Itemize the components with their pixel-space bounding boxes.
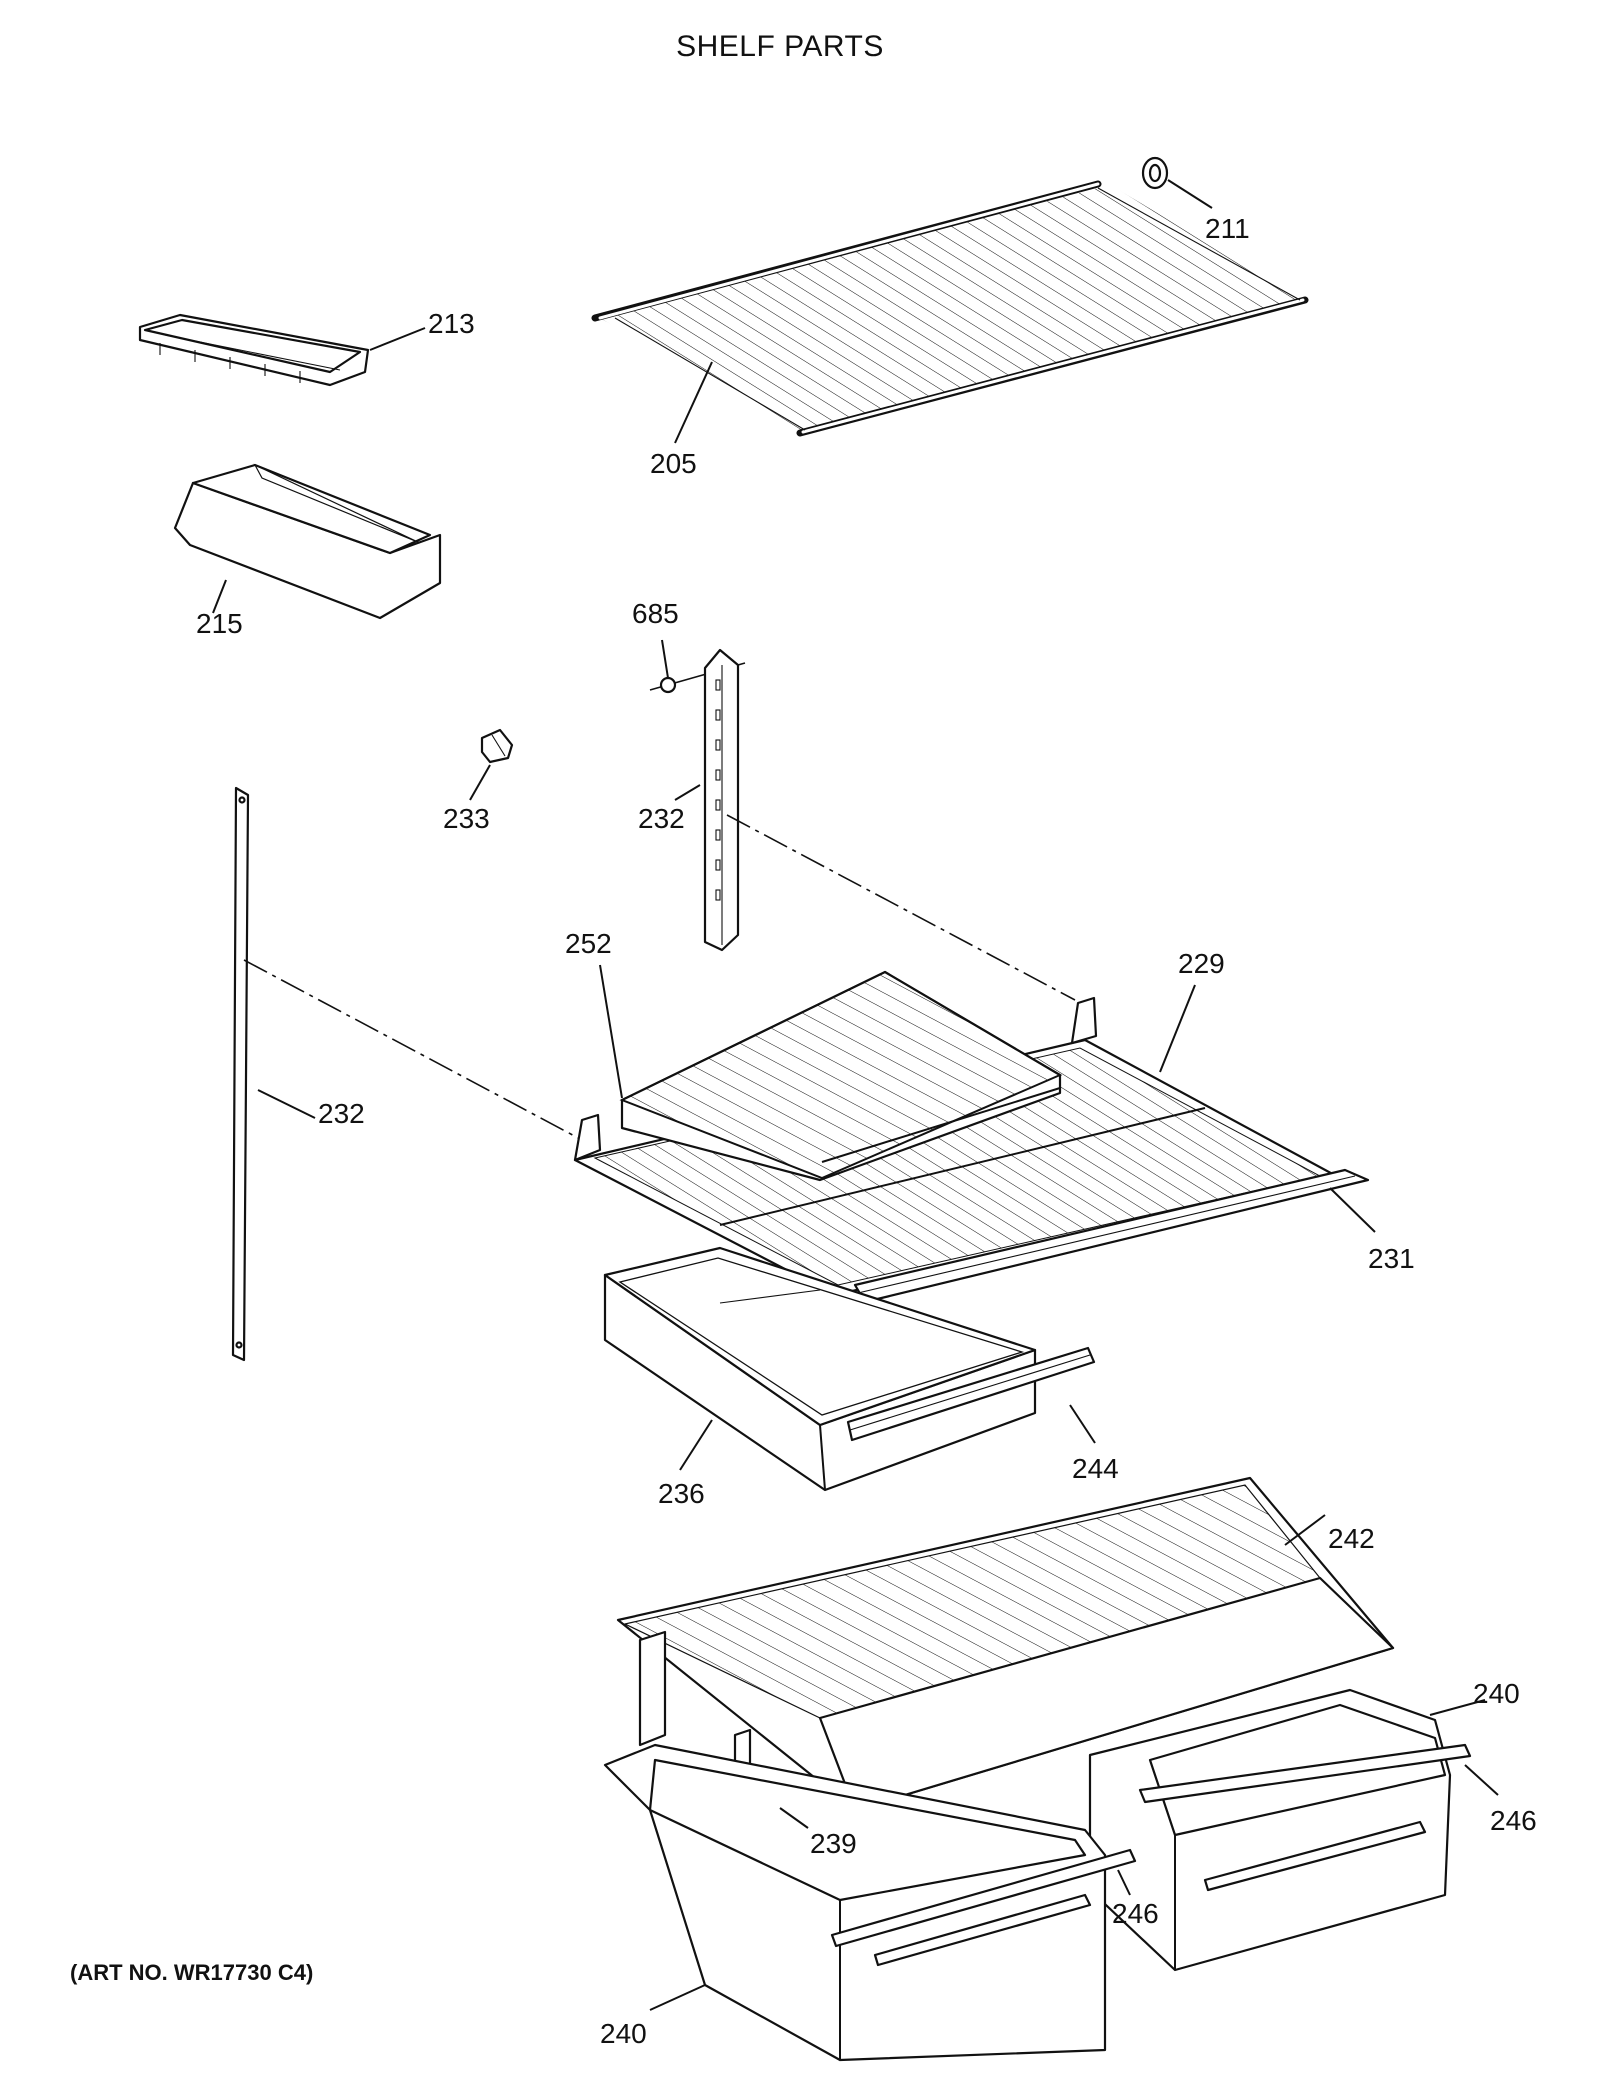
wire-shelf-205 [591,180,1309,437]
alignment-line-left [243,959,583,1141]
callout-240-left: 240 [600,2018,647,2049]
callout-685: 685 [632,598,679,629]
crisper-drawer-240-left [603,1743,1107,2062]
clip-233 [480,728,514,764]
art-number: (ART NO. WR17730 C4) [70,1960,314,1985]
callout-244: 244 [1072,1453,1119,1484]
snack-pan-236 [603,1246,1037,1492]
drawer-trim-246-left [830,1848,1137,1948]
crisper-cover-242 [616,1476,1395,1812]
shelf-stop-211 [1141,156,1169,190]
callout-246-left: 246 [1112,1898,1159,1929]
callout-236: 236 [658,1478,705,1509]
callout-242: 242 [1328,1523,1375,1554]
alignment-line-center [726,814,1076,1001]
callout-215: 215 [196,608,243,639]
snack-pan-lid-252 [619,970,1063,1182]
callout-240-right: 240 [1473,1678,1520,1709]
callout-232-center: 232 [638,803,685,834]
callout-229: 229 [1178,948,1225,979]
callout-232-left: 232 [318,1098,365,1129]
callout-252: 252 [565,928,612,959]
callout-leaders [212,179,1499,2011]
callout-239: 239 [810,1828,857,1859]
diagram-title: SHELF PARTS [676,30,884,63]
callout-213: 213 [428,308,475,339]
callout-246-right: 246 [1490,1805,1537,1836]
callout-205: 205 [650,448,697,479]
shelf-rail-232-center [703,648,740,952]
callout-231: 231 [1368,1243,1415,1274]
callout-labels: 211 213 205 215 685 233 232 252 229 232 … [196,213,1537,2049]
callout-211: 211 [1205,213,1250,244]
drawer-trim-246-right [1138,1743,1472,1804]
ice-tray-213 [138,313,370,387]
pan-trim-244 [846,1346,1096,1442]
callout-233: 233 [443,803,490,834]
shelf-rail-232-left [231,786,250,1362]
door-bin-215 [173,463,442,620]
